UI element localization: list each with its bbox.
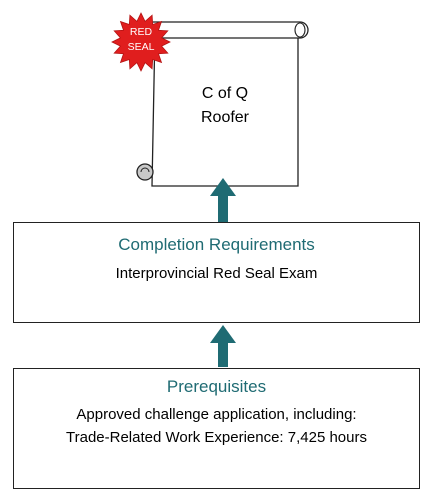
completion-requirement: Interprovincial Red Seal Exam	[115, 265, 318, 282]
prerequisites-title: Prerequisites	[166, 377, 267, 396]
scroll-bottom-curl	[136, 163, 154, 181]
prerequisite-line-2: Trade-Related Work Experience: 7,425 hou…	[66, 429, 367, 446]
scroll-top-curl	[294, 22, 306, 38]
red-seal-label: RED SEAL	[121, 25, 161, 55]
arrow-up-to-certificate	[210, 178, 236, 222]
arrow-up-to-completion	[210, 325, 236, 367]
certificate-line-1: C of Q	[201, 85, 249, 102]
red-seal-icon	[111, 12, 171, 72]
prerequisite-line-1: Approved challenge application, includin…	[76, 406, 357, 423]
scroll-top-roll	[147, 21, 309, 39]
completion-title: Completion Requirements	[118, 235, 315, 254]
prerequisites-box: Prerequisites Approved challenge applica…	[13, 368, 420, 489]
scroll-bottom-curl-inner	[140, 167, 150, 173]
seal-line-1: RED	[129, 26, 153, 38]
certificate-line-2: Roofer	[200, 109, 250, 126]
seal-line-2: SEAL	[127, 41, 155, 53]
certificate-scroll	[136, 21, 309, 187]
certificate-label: C of Q Roofer	[170, 82, 280, 130]
completion-requirements-box: Completion Requirements Interprovincial …	[13, 222, 420, 323]
